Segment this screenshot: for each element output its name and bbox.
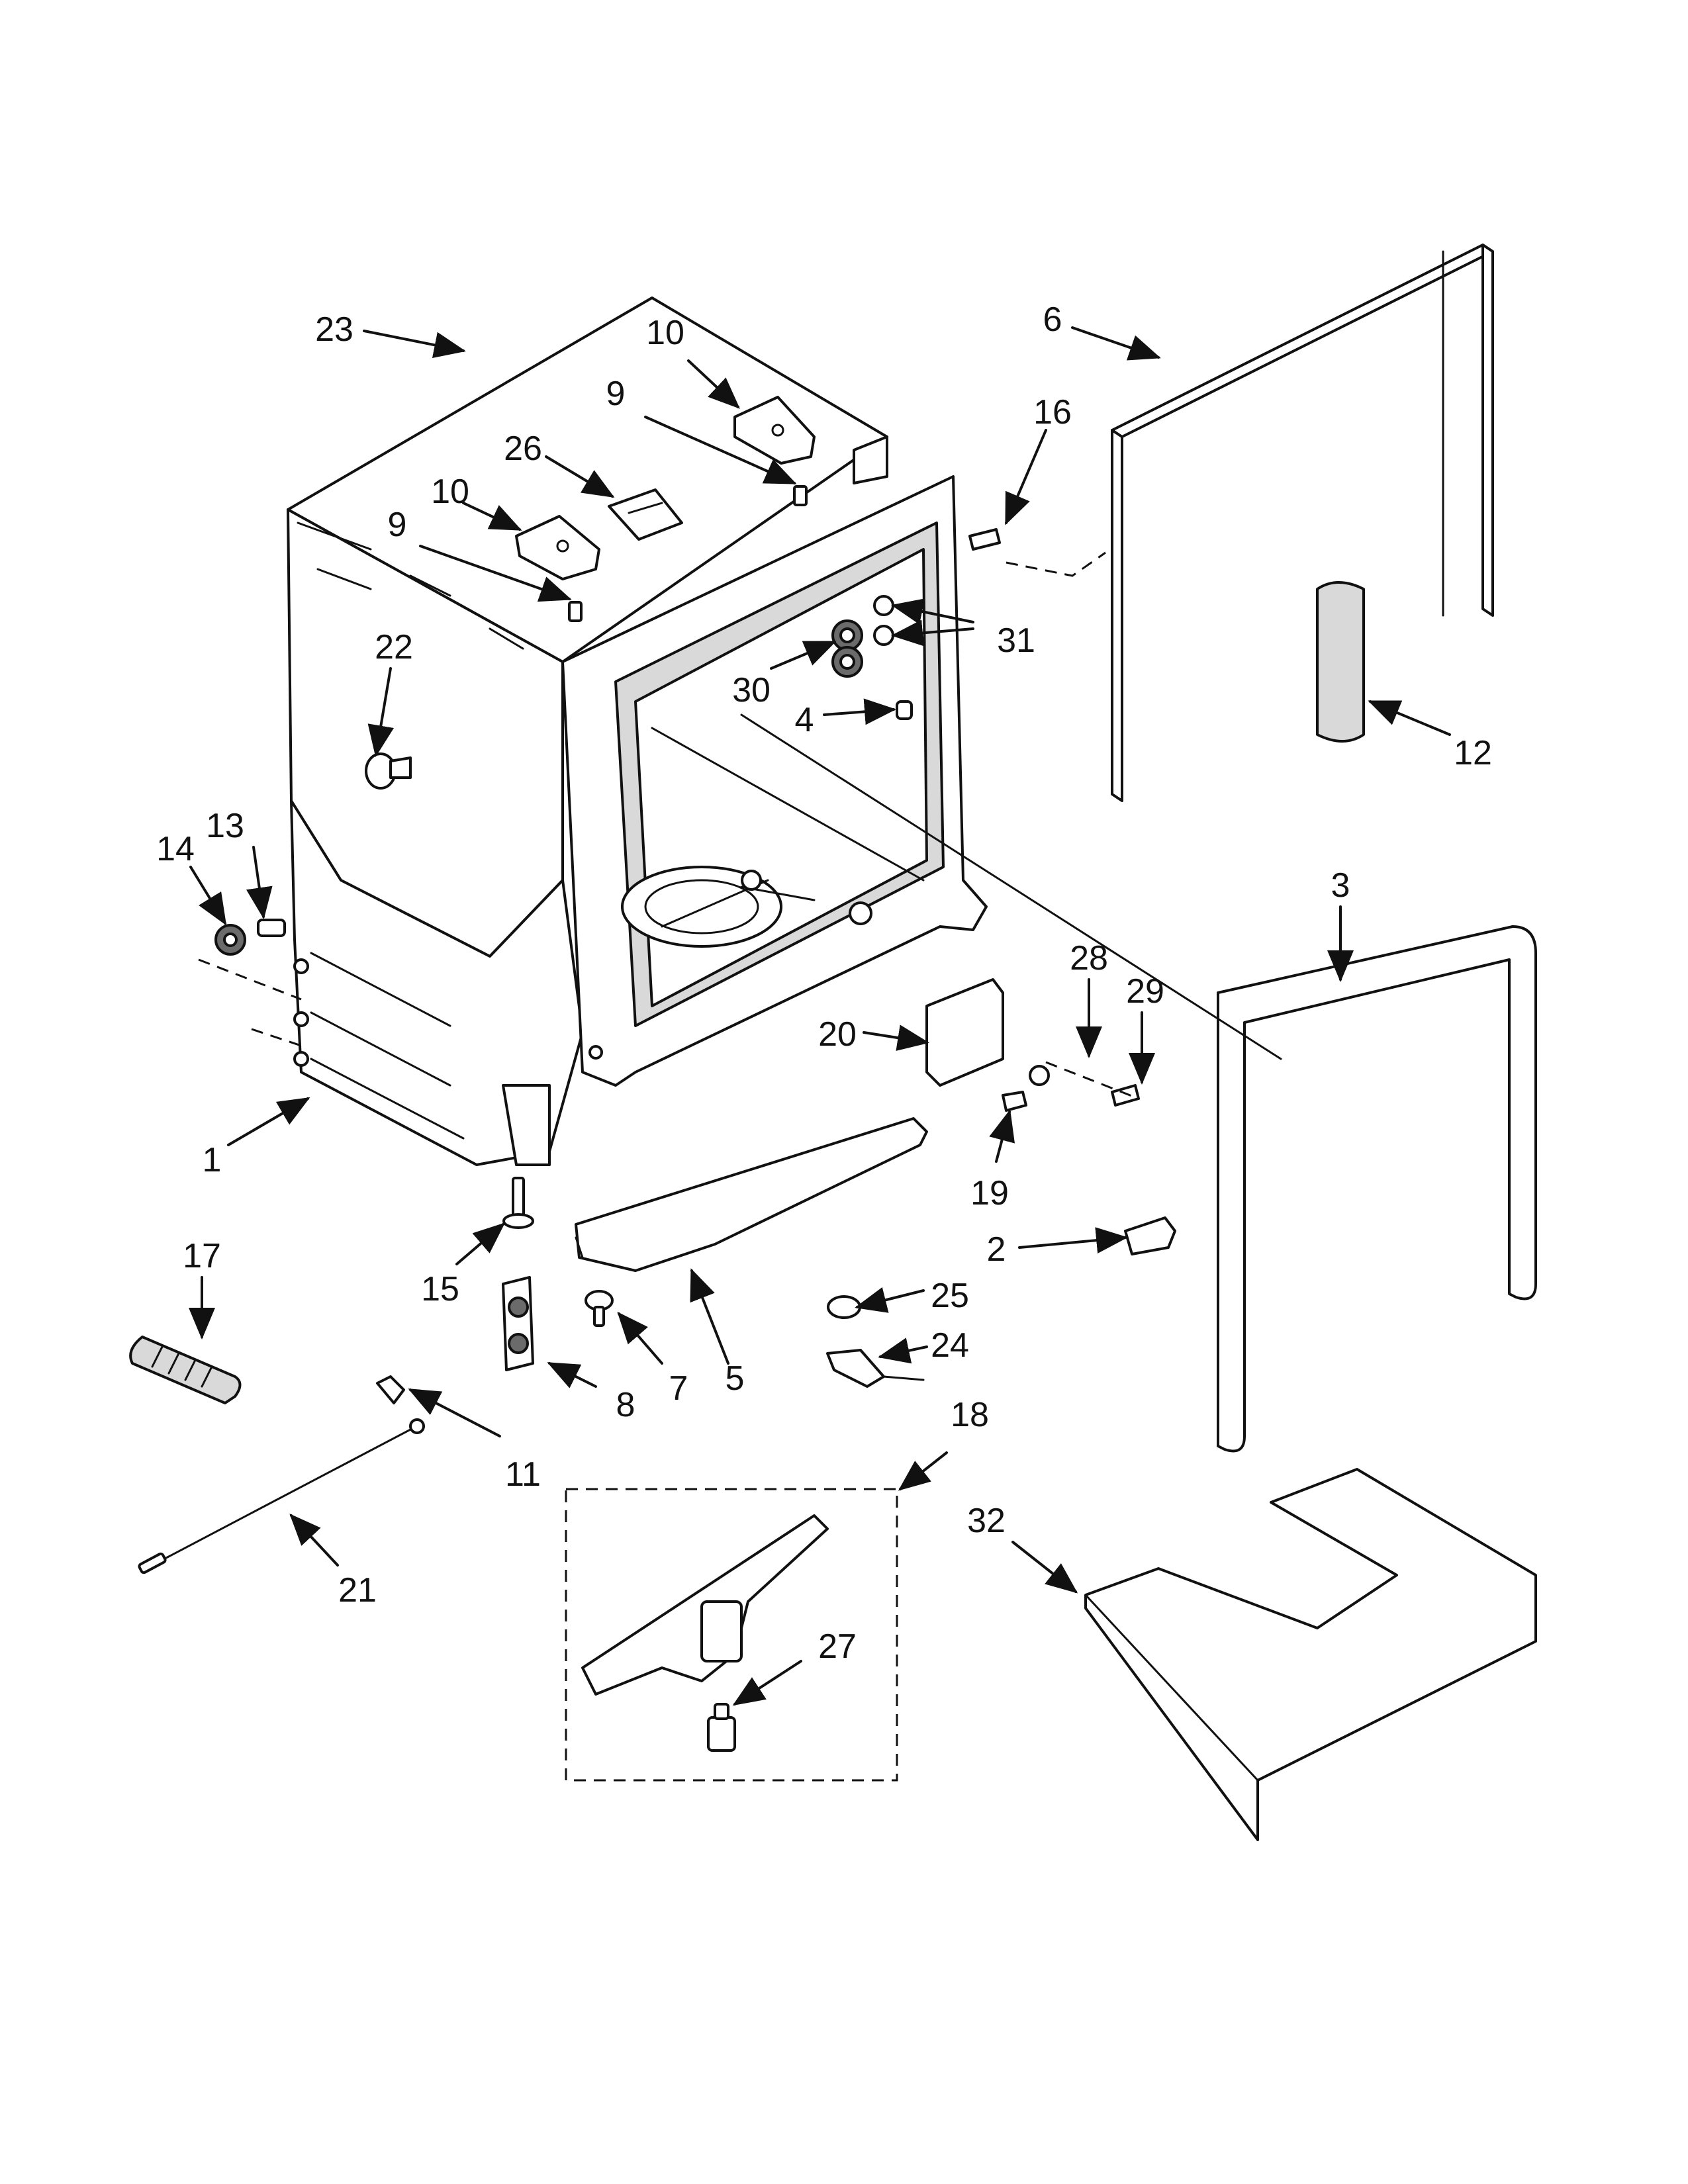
cable-21	[138, 1418, 425, 1574]
callout-11: 11	[505, 1455, 541, 1494]
callout-21: 21	[338, 1571, 377, 1610]
gasket-washers	[873, 595, 894, 646]
callout-29: 29	[1126, 972, 1164, 1011]
callout-32: 32	[967, 1502, 1006, 1540]
plug-4	[896, 700, 913, 720]
screw-19	[1002, 1091, 1027, 1112]
callout-7: 7	[669, 1369, 688, 1408]
callout-3: 3	[1331, 866, 1350, 905]
callout-5: 5	[726, 1359, 745, 1398]
door-gasket-top	[1111, 244, 1494, 802]
toe-panel-5	[575, 1117, 928, 1272]
callout-31: 31	[997, 621, 1035, 660]
callout-2: 2	[987, 1230, 1006, 1269]
latch-2	[1124, 1216, 1176, 1255]
callout-10-left: 10	[431, 473, 469, 511]
door-gasket-3	[1217, 925, 1537, 1453]
callout-17: 17	[183, 1237, 221, 1275]
callout-9-left: 9	[388, 506, 407, 544]
valve-27	[707, 1703, 736, 1752]
callout-15: 15	[421, 1270, 459, 1308]
hinge-screw-left	[568, 601, 583, 622]
callout-numbers: 23 10 9 26 10 9 22 6 16 31 30 4 12 3 28 …	[156, 300, 1492, 1666]
callout-20: 20	[818, 1015, 857, 1054]
callout-13: 13	[206, 807, 244, 845]
alignment-line-left-lower	[251, 1028, 302, 1047]
side-screw-16	[968, 528, 1001, 551]
callout-16: 16	[1033, 393, 1072, 432]
callout-27: 27	[818, 1627, 857, 1666]
screw-11	[376, 1375, 405, 1404]
base-32	[1084, 1468, 1537, 1841]
vent-clip	[608, 488, 683, 541]
callout-leaders	[189, 326, 1451, 1706]
bracket-20	[925, 978, 1004, 1087]
foot-7	[585, 1290, 614, 1327]
callout-4: 4	[795, 701, 814, 739]
callout-box-18	[565, 1488, 898, 1782]
callout-1: 1	[203, 1141, 222, 1179]
callout-14: 14	[156, 830, 195, 868]
leveling-leg-15	[502, 1177, 534, 1229]
callout-24: 24	[931, 1326, 969, 1365]
guide-8	[502, 1276, 534, 1371]
foot-14	[214, 924, 246, 956]
callout-22: 22	[375, 628, 413, 666]
spring-17	[129, 1336, 242, 1404]
rubber-strip-12	[1316, 581, 1365, 743]
callout-25: 25	[931, 1277, 969, 1315]
spray-arm-support-18	[581, 1514, 829, 1696]
callout-6: 6	[1043, 300, 1062, 339]
callout-26: 26	[504, 430, 542, 468]
alignment-line-tub-to-gasket	[740, 713, 1282, 1060]
callout-10-right: 10	[646, 314, 684, 352]
alignment-line-left	[198, 958, 302, 1001]
callout-23: 23	[315, 310, 353, 349]
tub-plug	[365, 752, 412, 790]
alignment-line-right	[1006, 551, 1106, 577]
callout-8: 8	[616, 1386, 635, 1424]
screw-29	[1111, 1084, 1140, 1107]
hinge-screw-right	[793, 485, 808, 506]
leg-13	[257, 919, 286, 937]
callout-30: 30	[732, 671, 771, 709]
callout-28: 28	[1070, 939, 1108, 978]
callout-12: 12	[1454, 734, 1492, 772]
callout-18: 18	[951, 1396, 989, 1434]
bracket-24	[826, 1349, 925, 1388]
switch-25	[827, 1295, 861, 1319]
callout-19: 19	[970, 1174, 1009, 1212]
callout-9-right: 9	[606, 375, 626, 413]
upper-hinge-bracket-right	[733, 396, 816, 465]
door-seal-guide-nut	[831, 619, 863, 678]
clip-28	[1029, 1065, 1050, 1086]
upper-hinge-bracket-left	[515, 515, 600, 580]
alignment-line-bracket	[1045, 1061, 1139, 1100]
